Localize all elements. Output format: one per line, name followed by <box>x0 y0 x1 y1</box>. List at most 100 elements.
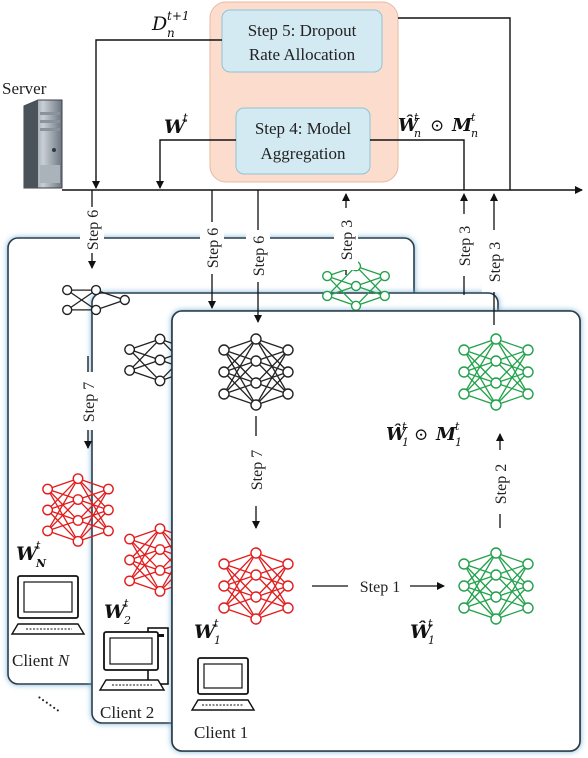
client1-local-model-symbol: W 1 t <box>194 617 221 647</box>
network-node <box>458 602 470 614</box>
network-node <box>522 580 534 592</box>
client1-trained-model-symbol: Ŵ 1 t <box>410 617 435 647</box>
network-edge <box>223 552 257 587</box>
network-node <box>490 333 502 345</box>
client-n-local-network <box>42 473 114 547</box>
network-node <box>522 344 534 356</box>
svg-text:W: W <box>164 116 187 138</box>
client-1-trained-network <box>458 547 534 625</box>
server-icon <box>23 99 63 189</box>
network-node <box>350 280 362 292</box>
network-edge <box>223 552 257 609</box>
svg-text:t: t <box>471 111 476 124</box>
network-edge <box>355 275 386 307</box>
step4-label-line1: Step 4: Model <box>255 119 352 138</box>
network-node <box>218 580 230 592</box>
network-node <box>282 388 294 400</box>
step6-label-client-1: Step 6 <box>251 236 268 276</box>
network-edge <box>495 371 529 406</box>
step2-label-client-1: Step 2 <box>493 464 510 504</box>
network-edge <box>326 265 357 297</box>
network-node <box>124 344 136 355</box>
network-edge <box>223 360 257 395</box>
svg-text:Ŵ: Ŵ <box>410 620 433 643</box>
svg-text:W: W <box>194 621 217 643</box>
network-node <box>522 602 534 614</box>
network-node <box>282 558 294 570</box>
network-edge <box>255 349 289 384</box>
network-node <box>102 525 114 537</box>
network-node <box>379 270 390 282</box>
network-edge <box>47 478 79 511</box>
network-edge <box>255 563 289 598</box>
client-1-label: Client 1 <box>194 723 248 742</box>
step7-label-client-1: Step 7 <box>249 450 266 490</box>
global-model-symbol: W t <box>164 111 188 138</box>
network-node <box>490 547 502 559</box>
network-edge <box>255 371 289 406</box>
svg-text:n: n <box>167 26 175 40</box>
server-label: Server <box>2 79 47 98</box>
step3-label-client-1: Step 3 <box>487 242 504 282</box>
svg-text:W: W <box>104 601 127 623</box>
svg-text:2: 2 <box>123 614 131 627</box>
network-edge <box>463 552 497 587</box>
network-edge <box>495 585 529 620</box>
network-node <box>322 270 333 282</box>
client-1-local-network <box>218 547 294 625</box>
network-edge <box>495 349 529 384</box>
network-node <box>124 365 136 376</box>
network-node <box>218 366 230 378</box>
svg-text:n: n <box>471 127 478 140</box>
network-edge <box>77 509 109 542</box>
network-node <box>218 558 230 570</box>
network-node <box>218 344 230 356</box>
network-node <box>282 580 294 592</box>
network-node <box>218 388 230 400</box>
network-edge <box>463 338 497 395</box>
client2-local-model-symbol: W 2 t <box>104 597 131 627</box>
svg-text:Ŵ: Ŵ <box>386 422 408 445</box>
network-edge <box>463 574 497 609</box>
network-node <box>90 284 102 296</box>
client1-masked-model-symbol: Ŵ 1 t ⊙ M 1 t <box>386 420 462 449</box>
network-edge <box>255 349 289 406</box>
svg-text:t: t <box>36 539 41 552</box>
network-edge <box>129 549 161 582</box>
step7-label-client-n: Step 7 <box>81 382 98 422</box>
step5-box <box>221 9 383 73</box>
network-node <box>458 558 470 570</box>
network-node <box>522 388 534 400</box>
network-node <box>42 525 54 537</box>
network-node <box>154 333 166 345</box>
network-edge <box>47 478 79 532</box>
network-edge <box>47 499 79 532</box>
network-node <box>350 300 362 311</box>
svg-text:M: M <box>451 115 473 136</box>
network-node <box>250 591 262 603</box>
network-node <box>154 544 166 555</box>
network-edge <box>129 528 161 561</box>
svg-text:t: t <box>414 111 419 124</box>
network-edge <box>223 338 257 395</box>
network-node <box>72 535 84 547</box>
network-node <box>490 591 502 603</box>
svg-text:t: t <box>124 597 129 610</box>
network-node <box>458 580 470 592</box>
svg-text:N: N <box>35 557 47 570</box>
network-node <box>102 504 114 516</box>
network-node <box>250 613 262 625</box>
network-node <box>250 333 262 345</box>
network-node <box>522 558 534 570</box>
network-node <box>250 569 262 581</box>
svg-text:1: 1 <box>455 436 462 449</box>
network-edge <box>66 289 97 311</box>
network-node <box>72 515 84 526</box>
network-edge <box>463 360 497 395</box>
clientN-local-model-symbol: W N t <box>16 539 47 570</box>
network-node <box>154 565 166 576</box>
network-node <box>72 494 84 505</box>
network-edge <box>495 349 529 406</box>
svg-text:1: 1 <box>428 634 435 647</box>
